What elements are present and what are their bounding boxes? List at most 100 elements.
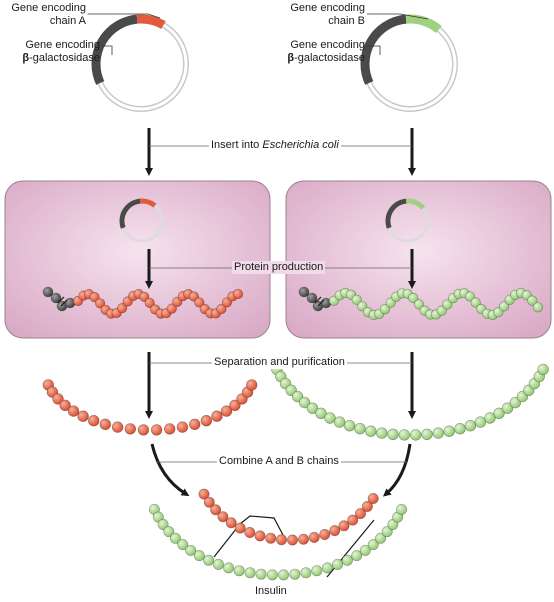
chain-b-bead — [351, 294, 362, 305]
chain-b-bead — [443, 425, 455, 437]
chain-b-bead — [387, 428, 399, 440]
chain-a-bead — [229, 399, 241, 411]
label-gene-a: Gene encoding chain A — [0, 2, 86, 28]
chain-a-bead — [99, 418, 112, 430]
chain-a-bead — [200, 415, 213, 427]
insulin-a-bead — [225, 517, 237, 529]
label-betagal-b-line2: β-galactosidase — [252, 52, 365, 65]
insulin-a-bead — [275, 534, 287, 546]
insulin-b-bead — [244, 567, 256, 579]
insulin-a-bead — [338, 520, 350, 532]
insulin-b-bead — [359, 544, 371, 556]
insulin-b-bead — [169, 532, 181, 544]
label-betagal-b-line1: Gene encoding — [290, 39, 365, 51]
chain-b-bead — [436, 305, 447, 316]
label-gene-b: Gene encoding chain B — [262, 2, 365, 28]
betagal-bead — [298, 286, 310, 298]
insulin-b-bead — [255, 568, 267, 580]
insulin-a-bead — [203, 496, 215, 508]
chain-a-bead — [232, 288, 244, 300]
fusion-protein-a — [42, 286, 244, 319]
insulin-b-bead — [289, 568, 301, 580]
chain-b-bead — [398, 429, 410, 441]
chain-b-bead — [385, 297, 396, 308]
chain-b-bead — [379, 304, 391, 315]
chain-b-bead — [464, 291, 476, 302]
chain-a-bead — [150, 424, 163, 436]
chain-a-bead — [89, 292, 100, 303]
betagal-bead — [50, 292, 62, 304]
chain-a-bead — [246, 379, 258, 391]
chain-b-bead — [532, 302, 544, 313]
insulin-a-bead — [347, 514, 359, 526]
insulin-b-bead — [351, 550, 363, 562]
chain-b-bead — [291, 390, 304, 403]
chain-b-bead — [410, 429, 422, 441]
chain-b-bead — [464, 420, 477, 432]
insulin-b-bead — [321, 562, 333, 574]
label-gene-b-line1: Gene encoding — [290, 2, 365, 14]
insulin-b-bead — [212, 558, 224, 570]
label-gene-a-line2: chain A — [49, 15, 86, 27]
chain-a-bead — [116, 303, 128, 314]
insulin-b-bead — [193, 550, 205, 562]
insulin-b-bead — [381, 526, 393, 538]
insulin-b-bead — [341, 554, 353, 566]
chain-a-bead — [144, 297, 155, 309]
insulin-b-bead — [157, 518, 169, 530]
label-step-insert-organism: Escherichia coli — [262, 139, 339, 151]
cell-left — [4, 180, 271, 339]
insulin-a-bead — [308, 531, 320, 543]
chain-b-bead — [299, 396, 311, 409]
insulin-b-bead — [278, 569, 290, 581]
chain-b-bead — [365, 425, 377, 437]
insulin-b-bead — [177, 539, 189, 551]
plasmid-b — [360, 14, 458, 112]
chain-b-bead — [537, 363, 549, 376]
chain-a-bead — [164, 423, 176, 435]
chain-a-bead — [220, 405, 233, 417]
chain-b-bead — [432, 427, 444, 439]
chain-a-bead — [124, 423, 137, 435]
insulin-b-bead — [375, 532, 387, 544]
insulin-a-bead — [367, 492, 379, 504]
chain-a-bead — [176, 421, 189, 433]
label-gene-b-line2: chain B — [328, 15, 365, 27]
chain-b-bead — [509, 396, 521, 409]
chain-b-bead — [343, 420, 356, 432]
purified-chain-b — [271, 363, 549, 441]
chain-b-bead — [376, 427, 388, 439]
label-beta-symbol-b: β — [287, 52, 295, 64]
small-plasmid-a — [119, 198, 164, 243]
chain-a-bead — [67, 405, 80, 417]
label-gene-a-line1: Gene encoding — [11, 2, 86, 14]
chain-b-bead — [454, 423, 466, 435]
label-step-purify: Separation and purification — [212, 356, 347, 369]
chain-a-bead — [94, 298, 106, 309]
plasmid-a — [91, 14, 189, 112]
cleavage-marks — [57, 296, 325, 307]
insulin-a-bead — [234, 522, 246, 534]
small-plasmid-b — [385, 198, 430, 243]
chain-b-bead — [306, 402, 319, 414]
chain-a-bead — [216, 303, 227, 315]
insulin-b-bead — [203, 554, 215, 566]
insulin-b-bead — [233, 565, 245, 577]
insulin-b-bead — [387, 518, 399, 530]
chain-b-bead — [470, 297, 481, 308]
chain-a-bead — [87, 415, 100, 427]
chain-a-bead — [211, 410, 223, 422]
chain-a-bead — [59, 399, 71, 411]
chain-b-bead — [501, 402, 514, 414]
insulin-b-bead — [300, 567, 312, 579]
label-step-insert: Insert into Escherichia coli — [209, 139, 341, 152]
insulin-b-bead — [311, 565, 323, 577]
insulin-a-bead — [297, 533, 309, 545]
insulin-a-bead — [217, 511, 229, 523]
chain-b-bead — [354, 423, 366, 435]
chain-a-bead — [111, 421, 124, 433]
insulin-chain-b — [148, 503, 408, 581]
insulin-b-bead — [396, 503, 408, 515]
chain-a-bead — [189, 418, 201, 430]
